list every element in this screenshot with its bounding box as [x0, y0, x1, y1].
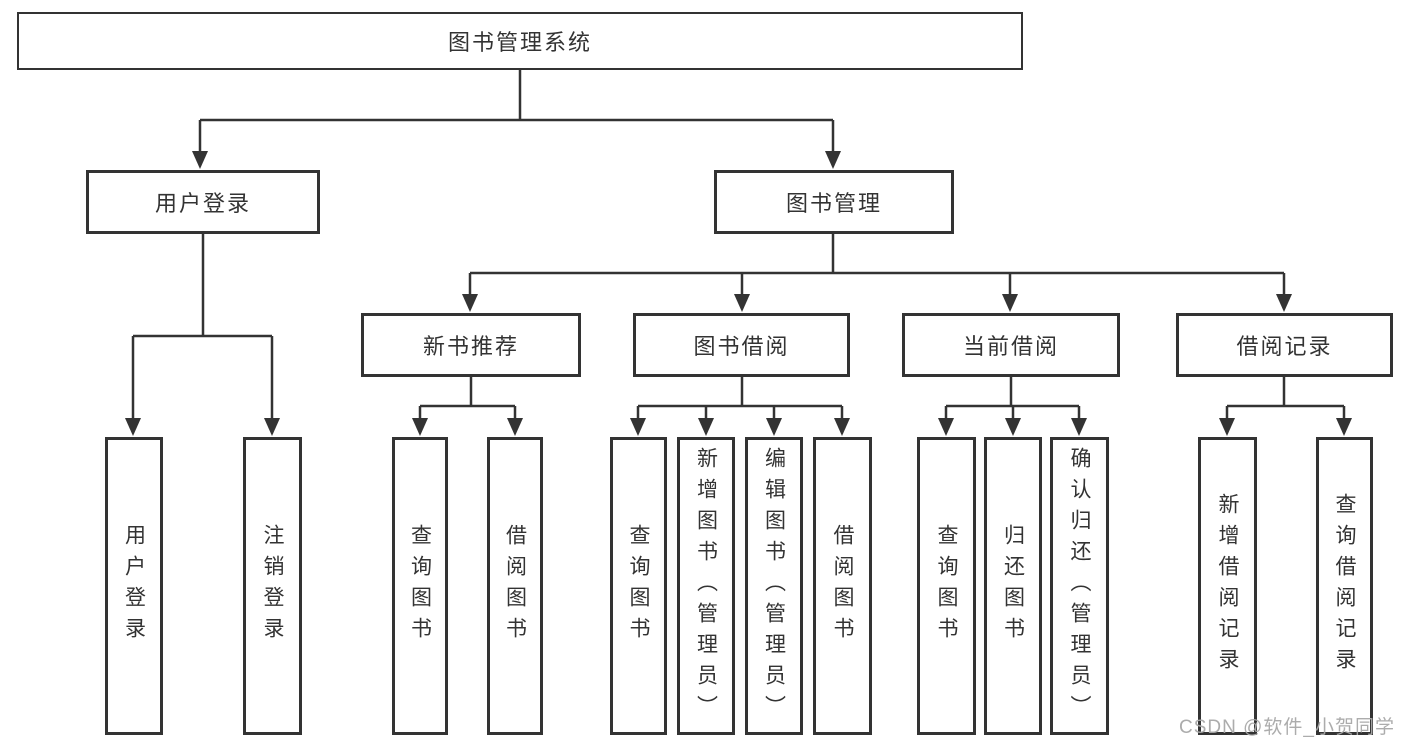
node-book-borrow-label: 图书借阅	[693, 334, 790, 359]
node-root-label: 图书管理系统	[447, 30, 592, 55]
leaf-logout-label: 注销登录	[261, 524, 284, 648]
leaf-edit-book-admin-label: 编辑图书（管理员）	[762, 446, 786, 726]
node-current-borrow: 当前借阅	[902, 313, 1120, 377]
leaf-query-books-current-label: 查询图书	[935, 524, 958, 648]
leaf-add-book-admin: 新增图书（管理员）	[677, 437, 735, 735]
leaf-confirm-return-admin: 确认归还（管理员）	[1050, 437, 1109, 735]
leaf-borrow-books-recommend-label: 借阅图书	[503, 524, 527, 648]
leaf-query-books-recommend-label: 查询图书	[408, 524, 432, 648]
node-user-login: 用户登录	[86, 170, 320, 234]
leaf-add-borrow-record-label: 新增借阅记录	[1216, 493, 1239, 679]
csdn-watermark: CSDN @软件_小贺同学	[1179, 717, 1395, 738]
node-book-management: 图书管理	[714, 170, 954, 234]
leaf-user-login: 用户登录	[105, 437, 163, 735]
node-borrow-records-label: 借阅记录	[1236, 334, 1333, 359]
leaf-query-books-recommend: 查询图书	[392, 437, 448, 735]
arrowheads	[125, 151, 1352, 436]
leaf-query-books-borrow-label: 查询图书	[627, 524, 650, 648]
node-new-book-recommend: 新书推荐	[361, 313, 581, 377]
leaf-add-book-admin-label: 新增图书（管理员）	[694, 446, 718, 726]
leaf-borrow-books-borrow-label: 借阅图书	[831, 524, 854, 648]
leaf-borrow-books-recommend: 借阅图书	[487, 437, 543, 735]
node-borrow-records: 借阅记录	[1176, 313, 1393, 377]
leaf-add-borrow-record: 新增借阅记录	[1198, 437, 1257, 735]
node-root: 图书管理系统	[17, 12, 1023, 70]
leaf-confirm-return-admin-label: 确认归还（管理员）	[1068, 446, 1091, 726]
leaf-return-books: 归还图书	[984, 437, 1042, 735]
leaf-query-books-current: 查询图书	[917, 437, 976, 735]
node-new-book-recommend-label: 新书推荐	[422, 334, 519, 359]
leaf-logout: 注销登录	[243, 437, 302, 735]
node-current-borrow-label: 当前借阅	[962, 334, 1059, 359]
leaf-query-borrow-record-label: 查询借阅记录	[1333, 493, 1356, 679]
leaf-query-books-borrow: 查询图书	[610, 437, 667, 735]
node-book-borrow: 图书借阅	[633, 313, 850, 377]
leaf-edit-book-admin: 编辑图书（管理员）	[745, 437, 803, 735]
node-user-login-label: 用户登录	[154, 191, 251, 216]
leaf-query-borrow-record: 查询借阅记录	[1316, 437, 1373, 735]
node-book-management-label: 图书管理	[785, 191, 882, 216]
leaf-user-login-label: 用户登录	[122, 524, 146, 648]
leaf-return-books-label: 归还图书	[1001, 524, 1025, 648]
leaf-borrow-books-borrow: 借阅图书	[813, 437, 872, 735]
